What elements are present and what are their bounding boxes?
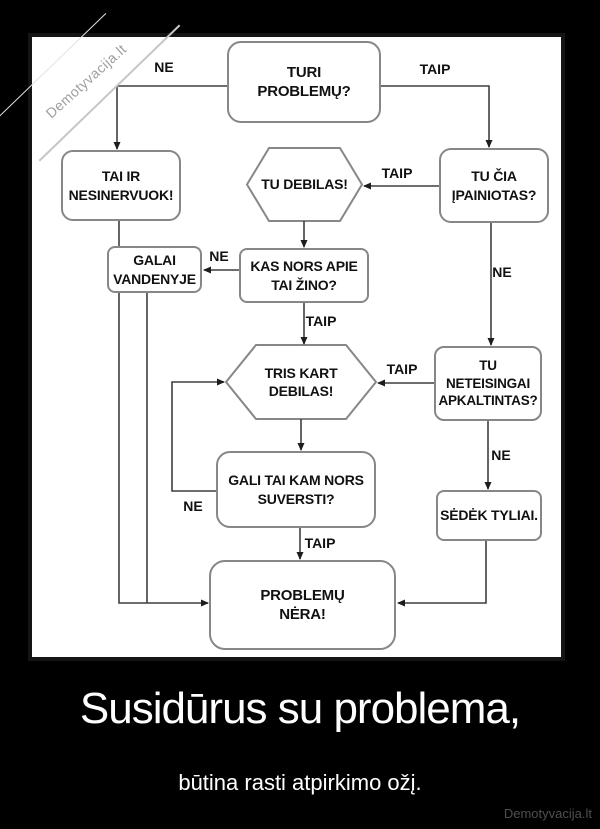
edge-label-ne: NE [492,264,512,280]
edge-label-ne: NE [491,447,511,463]
flow-node-label: TRIS KART DEBILAS! [264,364,338,399]
caption-title: Susidūrus su problema, [79,684,521,733]
hexagon-tris-kart-debilas [224,344,378,420]
edge-left-merge-to-problemu [118,221,209,607]
flow-node-tu-debilas: TU DEBILAS! [247,148,362,221]
flow-node-label: SĖDĖK TYLIAI. [440,507,538,524]
flow-node-problemu-nera: PROBLEMŲ NĖRA! [209,560,396,650]
edge-sedek-to-problemu [397,541,487,607]
flow-node-kas-nors-zino: KAS NORS APIE TAI ŽINO? [239,248,369,303]
site-credit: Demotyvacija.lt [503,806,592,821]
edge-turi-ne [113,85,227,150]
hexagon-tu-debilas [245,147,364,222]
flow-node-label: TU ČIA ĮPAINIOTAS? [451,168,537,203]
edge-label-taip: TAIP [305,313,337,329]
flowchart-connectors [113,85,495,607]
flow-node-gali-suversti: GALI TAI KAM NORS SUVERSTI? [216,451,376,528]
edge-label-ne: NE [183,498,203,514]
flow-node-tu-neteisingai-apkaltintas: TU NETEISINGAI APKALTINTAS? [434,346,542,421]
flow-node-tai-ir-nesinervuok: TAI IR NESINERVUOK! [61,150,181,221]
flow-node-turi-problemu: TURI PROBLEMŲ? [227,41,381,123]
edge-turi-taip [381,85,493,148]
edge-suversti-ne-loop [171,378,225,492]
flow-node-label: GALI TAI KAM NORS SUVERSTI? [228,472,364,507]
edge-label-taip: TAIP [304,535,336,551]
flow-node-label: KAS NORS APIE TAI ŽINO? [250,258,358,293]
flow-node-tu-cia-ipainiotas: TU ČIA ĮPAINIOTAS? [439,148,549,223]
flow-node-label: PROBLEMŲ NĖRA! [260,586,345,624]
flow-node-galai-vandenyje: GALAI VANDENYJE [107,246,202,293]
flowchart-image: Demotyvacija.lt TURI PROBLEMŲ? TAI IR NE… [0,13,565,661]
flow-node-tris-kart-debilas: TRIS KART DEBILAS! [226,345,376,419]
flow-node-label: GALAI VANDENYJE [113,252,196,287]
flow-node-label: TU DEBILAS! [261,176,348,193]
edge-label-ne: NE [209,248,229,264]
edge-label-taip: TAIP [386,361,418,377]
flow-node-label: TU NETEISINGAI APKALTINTAS? [438,358,538,409]
flow-node-sedek-tyliai: SĖDĖK TYLIAI. [436,490,542,541]
caption-subtitle: būtina rasti atpirkimo ožį. [178,770,422,795]
edge-label-ne: NE [154,59,174,75]
edge-label-taip: TAIP [419,61,451,77]
flow-node-label: TURI PROBLEMŲ? [257,63,351,101]
flow-node-label: TAI IR NESINERVUOK! [68,168,174,203]
edge-label-taip: TAIP [381,165,413,181]
